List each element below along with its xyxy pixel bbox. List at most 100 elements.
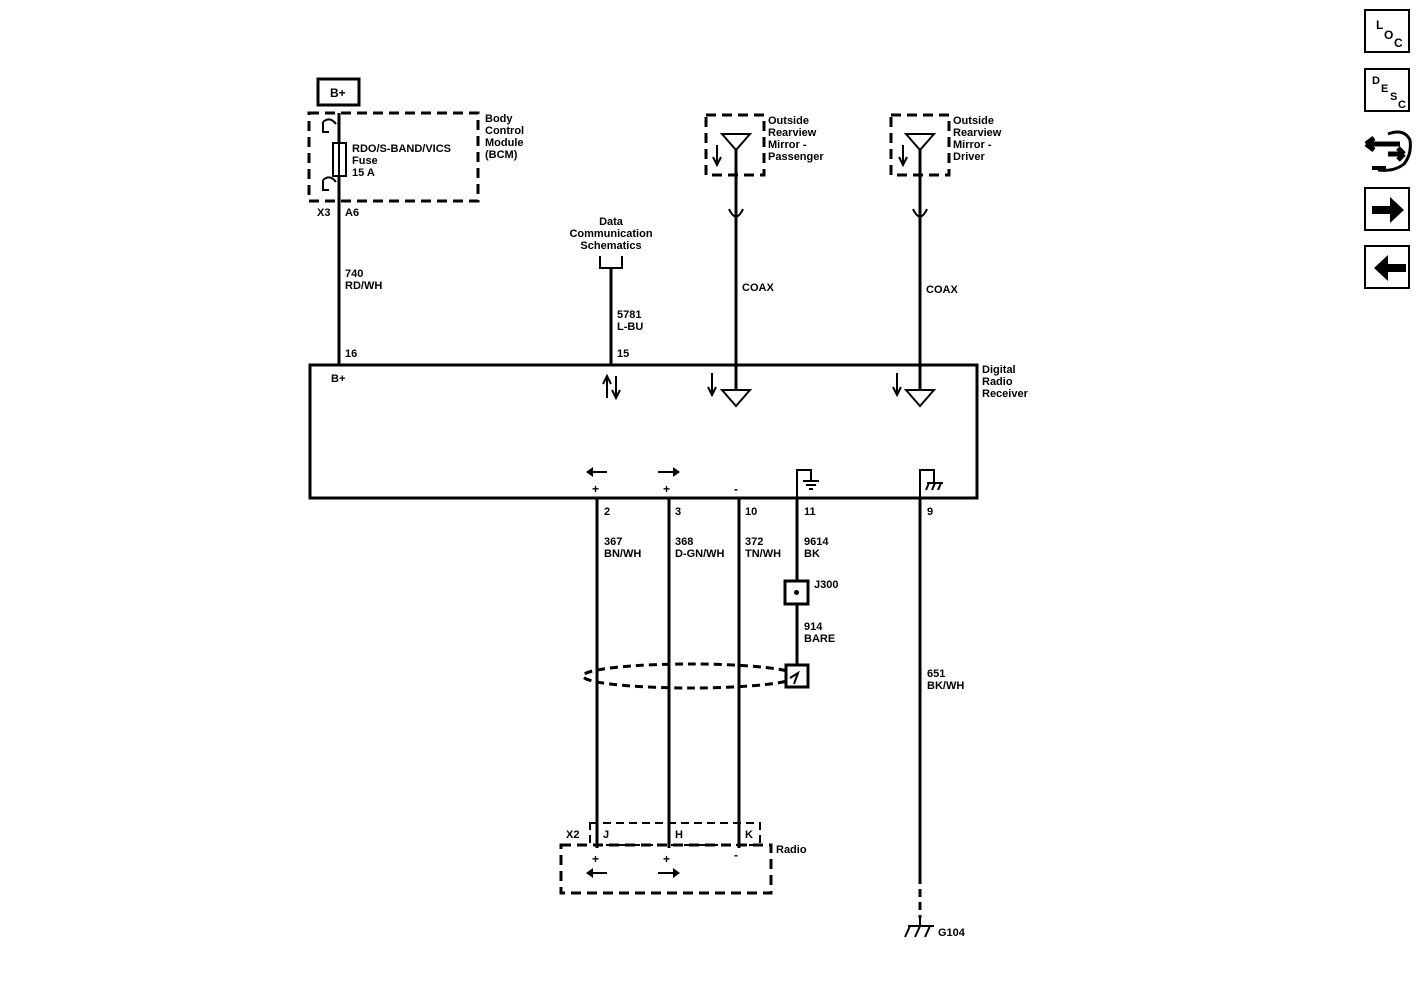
- receiver-antenna-input-driver-icon: [892, 373, 937, 408]
- radio-plus-1: +: [592, 852, 599, 866]
- svg-text:Schematics: Schematics: [580, 240, 641, 252]
- desc-icon: D E S C: [1372, 75, 1406, 111]
- location-button[interactable]: L O C: [1364, 9, 1410, 53]
- output-10-minus: -: [734, 482, 738, 496]
- arrow-right-icon: [1372, 197, 1404, 223]
- svg-text:C: C: [1398, 99, 1406, 111]
- output-9-labels: 9 651 BK/WH: [927, 506, 964, 692]
- svg-text:Outside: Outside: [953, 115, 994, 127]
- bcm-pin-label: A6: [345, 207, 359, 219]
- output-10-labels: 10 372 TN/WH: [745, 506, 781, 560]
- radio-pin-h: H: [675, 829, 683, 841]
- wire-5781-color: L-BU: [617, 321, 643, 333]
- passenger-antenna-icon: [712, 133, 753, 168]
- output-right-arrow-icon: [658, 467, 680, 477]
- driver-antenna-icon: [898, 133, 937, 168]
- svg-text:2: 2: [604, 506, 610, 518]
- power-source-label: B+: [330, 86, 346, 100]
- svg-text:BK/WH: BK/WH: [927, 680, 964, 692]
- svg-text:Passenger: Passenger: [768, 151, 824, 163]
- svg-text:(BCM): (BCM): [485, 149, 518, 161]
- receiver-label: Digital Radio Receiver: [982, 364, 1029, 400]
- radio-pin-j: J: [603, 829, 609, 841]
- next-page-button[interactable]: [1364, 187, 1410, 231]
- bcm-module-box: [307, 111, 480, 203]
- chassis-ground-icon: [919, 469, 943, 498]
- svg-text:372: 372: [745, 536, 763, 548]
- output-3-labels: 3 368 D-GN/WH: [675, 506, 725, 560]
- wire-5781-number: 5781: [617, 309, 641, 321]
- shield-drain-icon: [789, 670, 800, 685]
- svg-text:Communication: Communication: [569, 228, 652, 240]
- radio-minus: -: [734, 848, 738, 862]
- svg-text:O: O: [1384, 28, 1393, 42]
- svg-text:368: 368: [675, 536, 693, 548]
- fuse-symbol: [322, 113, 347, 201]
- radio-connector-label: X2: [566, 829, 579, 841]
- driver-mirror-label: Outside Rearview Mirror - Driver: [953, 115, 1002, 163]
- shield-ellipse: [581, 662, 799, 690]
- wire-914-color: BARE: [804, 633, 835, 645]
- wiring-schematic: B+ Body Control Module (BCM) RDO/S-BAND/…: [307, 77, 1029, 939]
- svg-text:9: 9: [927, 506, 933, 518]
- output-2-labels: 2 367 BN/WH: [604, 506, 641, 560]
- svg-text:3: 3: [675, 506, 681, 518]
- pin-15-label: 15: [617, 348, 629, 360]
- svg-text:Data: Data: [599, 216, 624, 228]
- passenger-mirror-label: Outside Rearview Mirror - Passenger: [768, 115, 824, 163]
- fuse-label: RDO/S-BAND/VICS Fuse 15 A: [352, 143, 451, 179]
- svg-text:E: E: [1381, 83, 1388, 95]
- digital-radio-receiver-box: [308, 363, 979, 500]
- svg-text:Driver: Driver: [953, 151, 986, 163]
- output-2-plus: +: [592, 482, 599, 496]
- description-button[interactable]: D E S C: [1364, 68, 1410, 112]
- driver-coax-label: COAX: [926, 284, 958, 296]
- data-communication-reference: Data Communication Schematics: [569, 216, 653, 269]
- svg-text:C: C: [1394, 36, 1403, 50]
- svg-text:Control: Control: [485, 125, 524, 137]
- svg-text:L: L: [1376, 18, 1383, 32]
- power-source-box: [316, 77, 361, 107]
- signal-ground-icon: [796, 469, 819, 498]
- svg-text:Mirror -: Mirror -: [953, 139, 992, 151]
- svg-text:367: 367: [604, 536, 622, 548]
- bcm-label: Body Control Module (BCM): [485, 113, 524, 161]
- splice-dot-icon: [794, 590, 799, 595]
- radio-right-arrow-icon: [658, 868, 680, 878]
- svg-text:D-GN/WH: D-GN/WH: [675, 548, 725, 560]
- radio-module-box: [559, 843, 773, 895]
- svg-text:BK: BK: [804, 548, 820, 560]
- arrow-left-icon: [1374, 255, 1406, 281]
- bidirectional-data-icon: [602, 373, 621, 401]
- svg-text:Module: Module: [485, 137, 524, 149]
- svg-text:Mirror -: Mirror -: [768, 139, 807, 151]
- wire-914-number: 914: [804, 621, 823, 633]
- ground-g104-label: G104: [938, 927, 966, 939]
- svg-text:Rearview: Rearview: [953, 127, 1002, 139]
- radio-plus-2: +: [663, 852, 670, 866]
- previous-page-button[interactable]: [1364, 245, 1410, 289]
- bcm-connector-label: X3: [317, 207, 330, 219]
- svg-text:BN/WH: BN/WH: [604, 548, 641, 560]
- driver-coax-connector-icon: [912, 208, 928, 218]
- pin-16-label: 16: [345, 348, 357, 360]
- output-left-arrow-icon: [586, 467, 607, 477]
- wire-740-color: RD/WH: [345, 280, 382, 292]
- wire-740-number: 740: [345, 268, 363, 280]
- svg-text:TN/WH: TN/WH: [745, 548, 781, 560]
- svg-text:D: D: [1372, 75, 1380, 87]
- svg-text:S: S: [1390, 91, 1397, 103]
- svg-text:RDO/S-BAND/VICS: RDO/S-BAND/VICS: [352, 143, 451, 155]
- svg-text:Body: Body: [485, 113, 513, 125]
- splice-j300-label: J300: [814, 579, 838, 591]
- ground-g104-icon: [904, 918, 934, 938]
- radio-label: Radio: [776, 844, 807, 856]
- loc-icon: L O C: [1376, 18, 1403, 50]
- passenger-coax-label: COAX: [742, 282, 774, 294]
- connector-view-button[interactable]: [1364, 124, 1412, 176]
- svg-text:Fuse: Fuse: [352, 155, 378, 167]
- svg-text:10: 10: [745, 506, 757, 518]
- svg-text:Receiver: Receiver: [982, 388, 1029, 400]
- receiver-antenna-input-passenger-icon: [707, 373, 753, 408]
- harness-connector-icon: [1364, 130, 1412, 172]
